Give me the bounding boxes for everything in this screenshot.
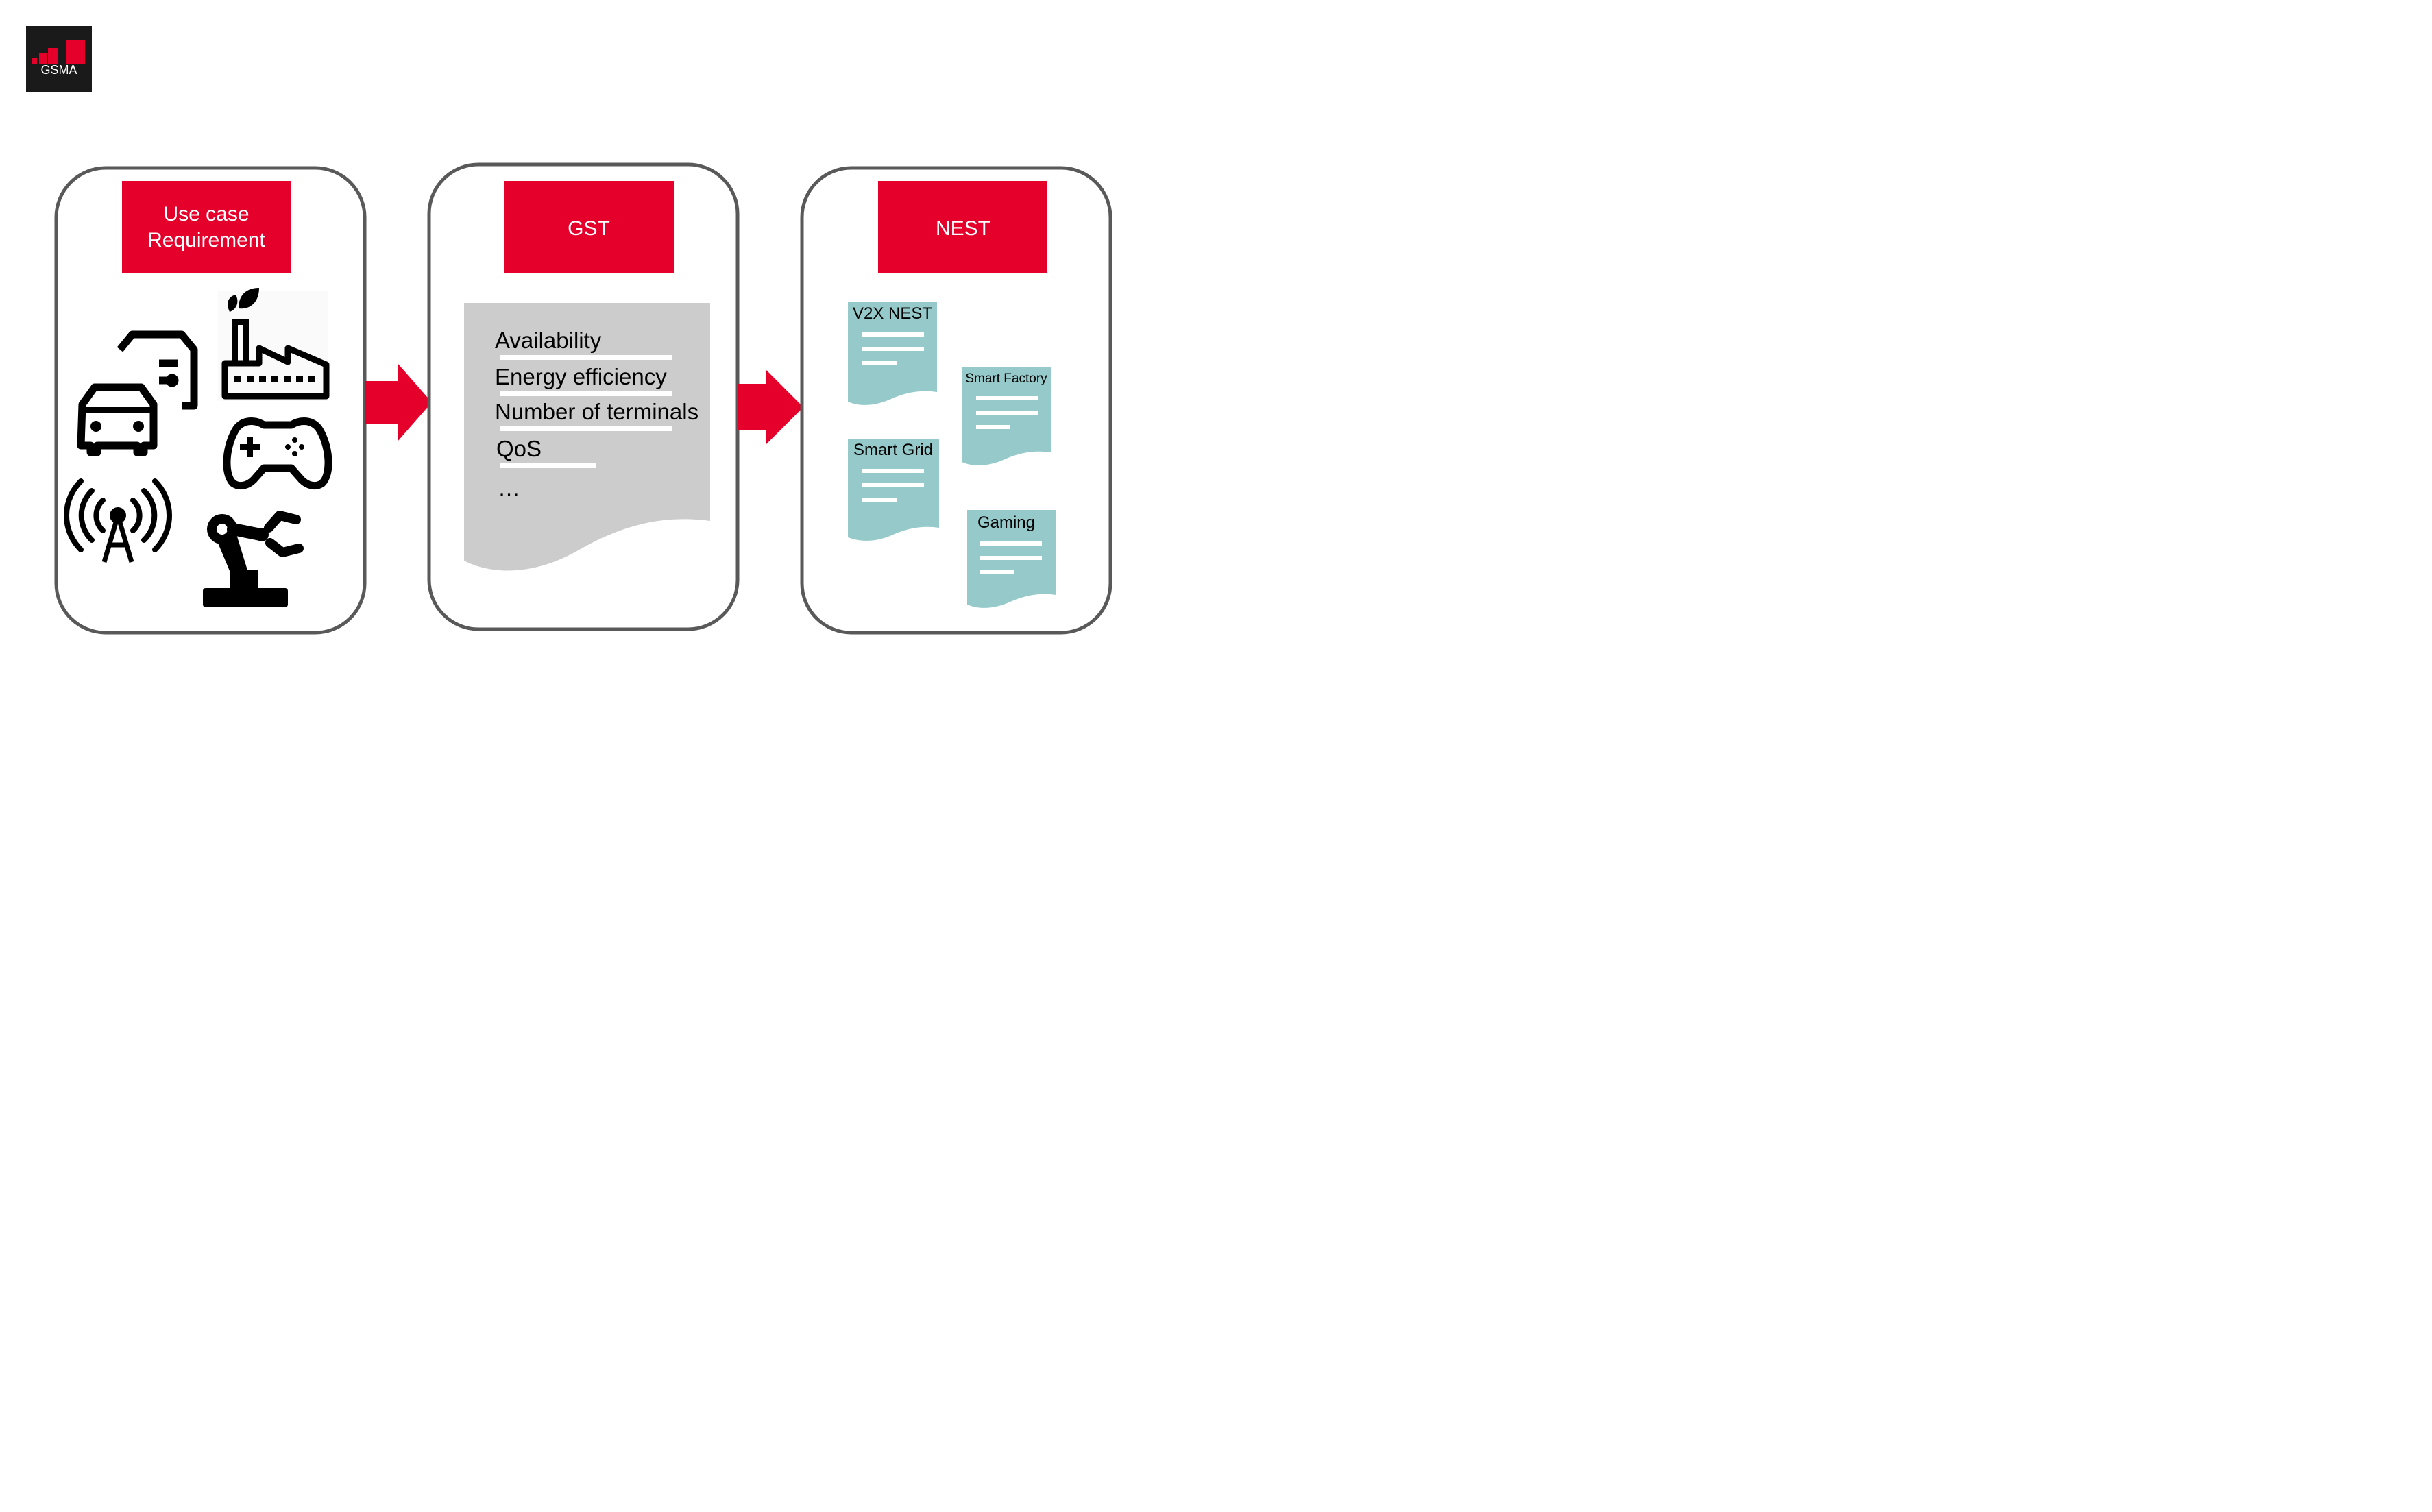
gst-item-qos: QoS (496, 436, 542, 461)
arrow-icon (365, 363, 432, 441)
use-case-header (122, 181, 291, 273)
arrow-icon (738, 370, 803, 444)
gst-template-document (464, 303, 710, 571)
nest-header-label: NEST (936, 217, 990, 240)
nest-document-smart-factory: Smart Factory (962, 367, 1051, 465)
logo-text: GSMA (40, 63, 77, 77)
gst-header-label: GST (568, 217, 610, 240)
gsma-logo: GSMA (26, 26, 92, 92)
nest-document-smart-grid: Smart Grid (848, 439, 939, 541)
nest-document-label: Smart Grid (853, 441, 933, 459)
robot-arm-icon (203, 511, 304, 607)
factory-icon (218, 288, 330, 401)
car-icon (117, 330, 198, 410)
nest-document-v2x: V2X NEST (848, 302, 937, 405)
gst-item-ellipsis: … (498, 476, 520, 501)
nest-document-label: Smart Factory (965, 371, 1047, 386)
gst-item-energy-efficiency: Energy efficiency (495, 364, 667, 389)
nest-header (878, 181, 1047, 273)
gst-header (504, 181, 674, 273)
gst-panel: GST Availability Energy efficiency Numbe… (427, 162, 740, 631)
nest-document-gaming: Gaming (967, 510, 1056, 608)
use-case-header-line2: Requirement (147, 229, 265, 252)
radio-tower-icon (63, 478, 173, 563)
use-case-header-line1: Use case (163, 203, 249, 225)
nest-panel: NEST V2X NEST Smart Factory Smart Grid (800, 166, 1112, 635)
nest-document-label: V2X NEST (853, 304, 932, 323)
nest-document-label: Gaming (977, 513, 1035, 532)
game-controller-icon (223, 417, 332, 490)
car-icon (77, 383, 158, 456)
use-case-panel: Use case Requirement (54, 166, 367, 635)
gst-item-availability: Availability (495, 328, 602, 353)
gst-item-number-of-terminals: Number of terminals (495, 399, 698, 424)
